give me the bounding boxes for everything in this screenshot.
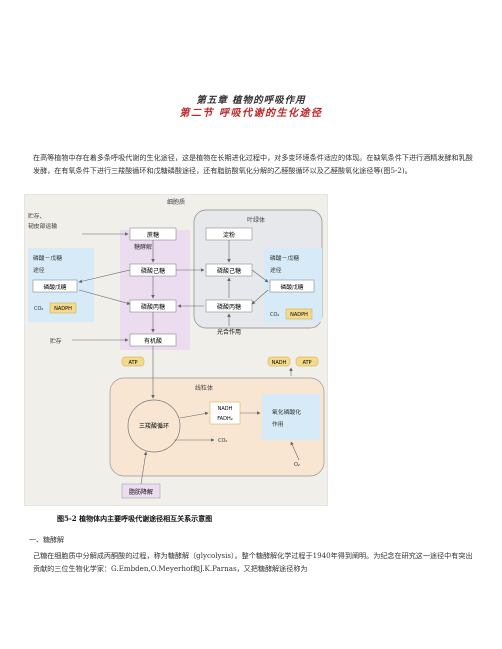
svg-text:磷酸己糖: 磷酸己糖 <box>217 267 241 275</box>
nadph-left-badge <box>49 302 77 314</box>
svg-text:CO₂: CO₂ <box>270 312 279 318</box>
hexose-phosphate-cyto-label: 磷酸己糖 <box>141 267 165 275</box>
intro-paragraph: 在高等植物中存在着多条呼吸代谢的生化途径，这是植物在长期进化过程中，对多变环境条… <box>33 153 473 175</box>
nadph-left-label: NADPH <box>54 306 72 312</box>
respiration-pathway-diagram: 细胞质 叶绿体 糖酵解 磷酸－戊糖途径 磷酸戊糖 CO₂ NADPH 磷酸－戊糖… <box>24 194 328 506</box>
oxidative-phosphorylation-label: 氧化磷酸化作用 <box>272 408 301 428</box>
nadh-top-label: NADH <box>272 360 287 366</box>
atp-mito-badge <box>295 356 319 367</box>
tca-cycle-circle <box>127 399 181 453</box>
nadh-top-badge <box>267 356 291 367</box>
triose-phosphate-chloro-box <box>205 299 253 313</box>
fadh2-label: FADH₂ <box>217 416 232 422</box>
glycolysis-label: 糖酵解 <box>134 243 152 251</box>
photosynthesis-label: 光合作用 <box>217 328 241 336</box>
mitochondria-label: 线粒体 <box>195 384 213 392</box>
lipid-degradation-label: 脂肪降解 <box>129 488 153 496</box>
nadph-right-badge <box>285 308 313 320</box>
svg-text:磷酸戊糖: 磷酸戊糖 <box>280 283 303 291</box>
section-body: 己糖在细胞质中分解成丙酮酸的过程，称为糖酵解（glycolysis）。整个糖酵解… <box>33 551 473 573</box>
co2-left-label: CO₂ <box>34 306 43 312</box>
figure-caption: 图5-2 植物体内主要呼吸代谢途径相互关系示意图 <box>57 514 213 523</box>
svg-text:磷酸丙糖: 磷酸丙糖 <box>217 303 241 311</box>
pentose-phosphate-left-box <box>32 279 78 293</box>
glycolysis-band <box>120 230 190 350</box>
ppp-left-label: 磷酸－戊糖途径 <box>33 254 62 274</box>
atp-cyto-badge <box>121 356 145 367</box>
oxidative-phosphorylation-region <box>262 394 320 440</box>
sucrose-label: 蔗糖 <box>147 231 159 239</box>
cytoplasm-label: 细胞质 <box>167 198 185 206</box>
storage-transport-label: 贮存、韧皮部运输 <box>28 212 57 230</box>
storage-label: 贮存 <box>50 337 62 345</box>
pentose-phosphate-left-label: 磷酸戊糖 <box>43 283 66 291</box>
o2-label: O₂ <box>294 462 300 468</box>
ppp-right-label: 磷酸－戊糖途径 <box>270 254 299 274</box>
svg-text:ATP: ATP <box>302 360 311 366</box>
section-heading: 一、糖酵解 <box>29 536 64 544</box>
svg-text:NADPH: NADPH <box>290 312 308 318</box>
starch-label: 淀粉 <box>223 231 235 239</box>
section-title: 第二节 呼吸代谢的生化途径 <box>179 108 323 119</box>
organic-acid-label: 有机酸 <box>144 337 162 345</box>
chloroplast-label: 叶绿体 <box>247 216 265 224</box>
tca-cycle-label: 三羧酸循环 <box>139 422 169 430</box>
pentose-phosphate-right-box <box>269 279 315 293</box>
nadh-mito-label: NADH <box>218 406 233 412</box>
atp-cyto-label: ATP <box>128 360 137 366</box>
triose-phosphate-cyto-label: 磷酸丙糖 <box>141 303 165 311</box>
chapter-title: 第五章 植物的呼吸作用 <box>196 95 306 106</box>
co2-mito-label: CO₂ <box>218 438 227 444</box>
